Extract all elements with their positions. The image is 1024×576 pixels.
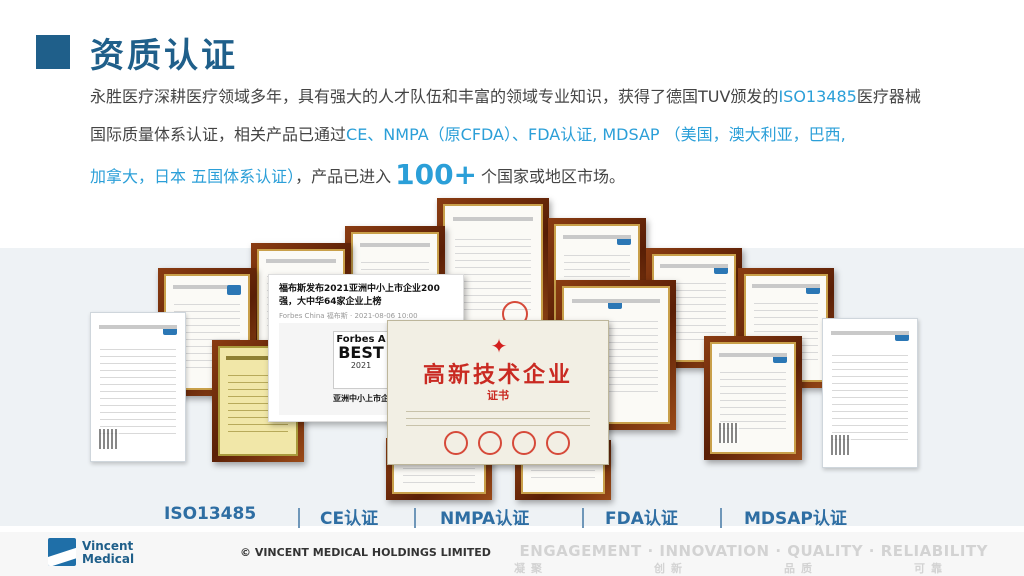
hightech-text-lines (406, 405, 590, 429)
intro-line-1: 永胜医疗深耕医疗领域多年，具有强大的人才队伍和丰富的领域专业知识，获得了德国TU… (90, 87, 921, 106)
certification-labels: ISO13485 CE认证 NMPA认证 FDA认证 MDSAP认证 (0, 504, 1024, 532)
label-iso: ISO13485 (164, 504, 257, 524)
logo-text: Vincent Medical (82, 539, 135, 566)
label-separator (414, 508, 416, 528)
values-chinese: 凝聚 创新 品质 可靠 (514, 560, 964, 575)
hightech-certificate: ✦ 高新技术企业 证书 (387, 320, 609, 465)
label-nmpa: NMPA认证 (440, 509, 530, 529)
certificate-frame (437, 198, 549, 348)
vincent-logo-icon (48, 538, 76, 566)
intro-line-2: 国际质量体系认证，相关产品已通过CE、NMPA（原CFDA）、FDA认证, MD… (90, 125, 846, 144)
certificate-sheet (822, 318, 918, 468)
hightech-subtitle: 证书 (487, 389, 509, 402)
label-fda: FDA认证 (605, 509, 678, 529)
label-separator (582, 508, 584, 528)
footer: Vincent Medical © VINCENT MEDICAL HOLDIN… (0, 532, 1024, 576)
label-mdsap: MDSAP认证 (744, 509, 847, 529)
certificate-frame (704, 336, 802, 460)
certificate-sheet (90, 312, 186, 462)
value-zh: 创新 (654, 562, 688, 575)
value-zh: 品质 (784, 562, 818, 575)
seal-icon (512, 431, 536, 455)
title-square-icon (36, 35, 70, 69)
title-block: 资质认证 (36, 30, 238, 76)
forbes-badge: Forbes A BEST 2021 (333, 331, 389, 389)
copyright-text: © VINCENT MEDICAL HOLDINGS LIMITED (240, 546, 491, 559)
forbes-meta: Forbes China 福布斯 · 2021-08-06 10:00 (279, 312, 418, 320)
seal-icon (444, 431, 468, 455)
forbes-headline: 福布斯发布2021亚洲中小上市企业200强，大中华64家企业上榜 (279, 284, 440, 307)
page-title: 资质认证 (90, 35, 238, 76)
value-zh: 可靠 (914, 562, 948, 575)
iso-highlight: ISO13485 (778, 87, 857, 106)
label-ce: CE认证 (320, 509, 379, 529)
market-count: 100+ (395, 158, 478, 191)
seal-icon (546, 431, 570, 455)
label-separator (720, 508, 722, 528)
label-separator (298, 508, 300, 528)
value-zh: 凝聚 (514, 562, 548, 575)
cert-highlight: CE、NMPA（原CFDA）、FDA认证, MDSAP （美国，澳大利亚，巴西, (346, 125, 846, 144)
values-english: ENGAGEMENT · INNOVATION · QUALITY · RELI… (519, 542, 988, 560)
hightech-title: 高新技术企业 (422, 363, 573, 388)
forbes-caption: 亚洲中小上市企 (333, 394, 389, 403)
intro-paragraph: 永胜医疗深耕医疗领域多年，具有强大的人才队伍和丰富的领域专业知识，获得了德国TU… (90, 78, 990, 192)
country-highlight: 加拿大，日本 五国体系认证） (90, 167, 296, 186)
emblem-icon: ✦ (490, 334, 508, 358)
seal-icon (478, 431, 502, 455)
